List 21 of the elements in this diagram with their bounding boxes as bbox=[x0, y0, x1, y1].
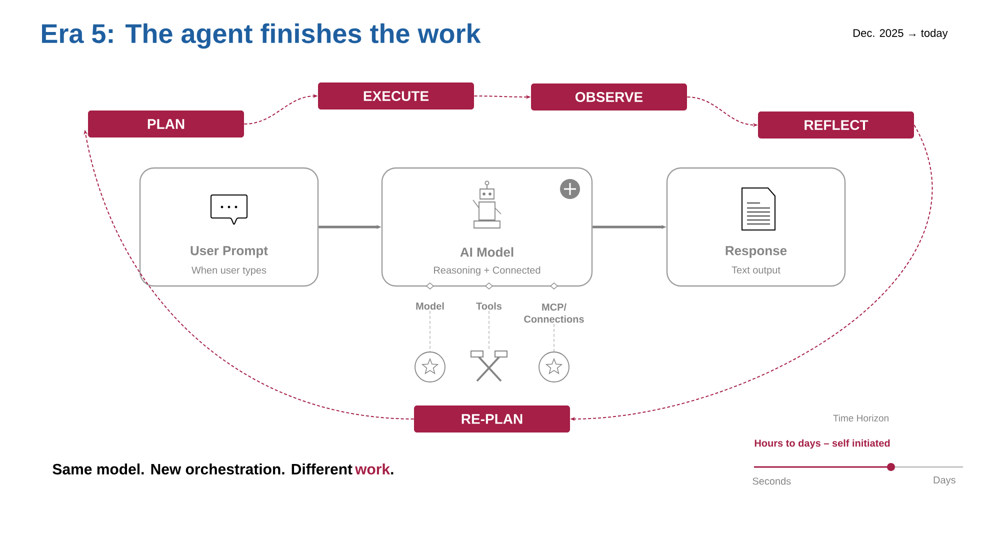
star-icon bbox=[538, 352, 570, 382]
axis-label: Seconds bbox=[752, 477, 791, 485]
date-range: Dec. 2025 → today bbox=[854, 28, 948, 40]
process-box: AI Model Reasoning + Connected bbox=[381, 167, 593, 287]
tagline: Same model. New orchestration. Different work. bbox=[52, 463, 394, 474]
step-box: PLAN bbox=[88, 110, 244, 138]
hammer-icon bbox=[470, 350, 508, 382]
process-box: User Prompt When user types bbox=[139, 167, 319, 287]
step-box: OBSERVE bbox=[531, 84, 687, 110]
star-icon bbox=[414, 352, 446, 382]
connector-label: Tools bbox=[476, 302, 502, 310]
process-box: Response Text output bbox=[666, 167, 846, 287]
step-box: EXECUTE bbox=[318, 82, 474, 110]
axis-title: Time Horizon bbox=[833, 414, 888, 422]
title: Era 5: The agent finishes the work bbox=[42, 23, 481, 49]
connector-label: Model bbox=[416, 302, 444, 310]
slider-caption: Hours to days – self initiated bbox=[754, 439, 890, 449]
axis-label: Days bbox=[934, 476, 956, 486]
step-box: RE-PLAN bbox=[414, 406, 570, 432]
step-box: REFLECT bbox=[758, 112, 914, 138]
connector-label: MCP/ Connections bbox=[524, 303, 584, 323]
